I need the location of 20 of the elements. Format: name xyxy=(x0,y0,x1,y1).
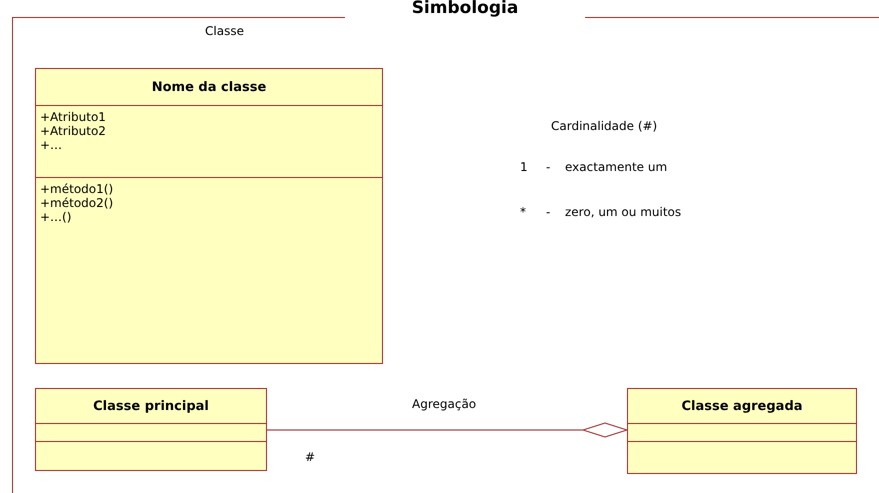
title: Simbologia xyxy=(410,0,520,18)
aggregation-line xyxy=(266,422,628,438)
class-box xyxy=(35,388,267,471)
attribute-list: +Atributo1 +Atributo2 +… xyxy=(40,110,106,152)
text-label: 1 xyxy=(520,160,528,174)
text-label: - xyxy=(546,160,550,174)
method-list: +método1() +método2() +…() xyxy=(40,182,114,224)
class-box xyxy=(35,68,383,364)
class-name: Classe agregada xyxy=(681,398,803,414)
text-label: exactamente um xyxy=(565,160,668,174)
class-box xyxy=(627,388,857,474)
edge-label: Agregação xyxy=(410,397,478,411)
text-label: Cardinalidade (#) xyxy=(551,119,658,133)
text-label: Classe xyxy=(205,24,244,38)
class-name: Nome da classe xyxy=(152,80,266,94)
text-label: - xyxy=(546,205,550,219)
text-label: zero, um ou muitos xyxy=(565,205,682,219)
class-name: Classe principal xyxy=(93,398,209,414)
text-label: * xyxy=(520,205,526,219)
text-label: # xyxy=(305,450,316,464)
